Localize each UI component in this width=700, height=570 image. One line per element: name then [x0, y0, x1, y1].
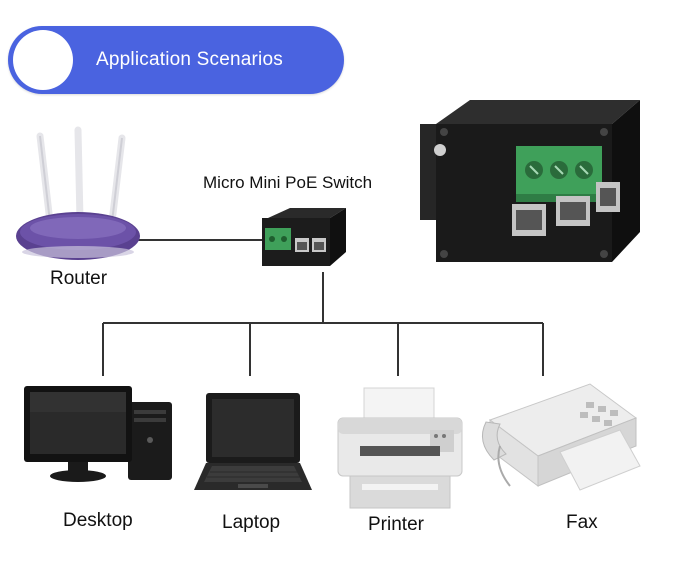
connection-lines: [102, 239, 544, 376]
poe-switch-closeup-icon: [420, 100, 640, 262]
fax-icon: [481, 383, 641, 491]
printer-label: Printer: [368, 514, 424, 535]
header-banner: Application Scenarios: [8, 26, 344, 94]
router-icon: [16, 126, 140, 260]
router-label: Router: [50, 268, 108, 289]
desktop-icon: [24, 386, 172, 482]
desktop-label: Desktop: [63, 510, 133, 531]
laptop-icon: [194, 393, 312, 490]
banner-circle: [13, 30, 73, 90]
switch-label: Micro Mini PoE Switch: [203, 173, 373, 192]
fax-label: Fax: [566, 512, 598, 533]
printer-icon: [337, 387, 463, 509]
laptop-label: Laptop: [222, 512, 281, 533]
header-title: Application Scenarios: [96, 49, 283, 70]
poe-switch-icon: [262, 208, 346, 266]
